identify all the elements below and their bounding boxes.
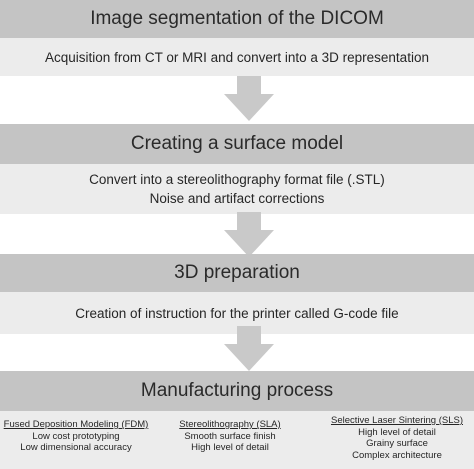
method-sls: Selective Laser Sintering (SLS) High lev…: [326, 415, 468, 461]
method-fdm-line-1: Low cost prototyping: [32, 430, 120, 442]
step-1-line-1: Acquisition from CT or MRI and convert i…: [45, 49, 429, 65]
method-sls-line-2: Grainy surface: [366, 438, 428, 449]
method-sla-line-1: Smooth surface finish: [184, 430, 276, 442]
step-1-title: Image segmentation of the DICOM: [90, 8, 384, 29]
arrow-down-icon: [224, 212, 274, 257]
step-1-body: Acquisition from CT or MRI and convert i…: [0, 38, 474, 76]
step-3-header: 3D preparation: [0, 254, 474, 292]
method-sls-line-3: Complex architecture: [352, 449, 442, 461]
method-fdm-line-2: Low dimensional accuracy: [20, 442, 132, 453]
step-2-header: Creating a surface model: [0, 124, 474, 164]
step-3-line-1: Creation of instruction for the printer …: [75, 305, 399, 321]
method-sls-line-1: High level of detail: [358, 426, 436, 438]
arrow-down-icon: [224, 76, 274, 121]
method-fdm: Fused Deposition Modeling (FDM) Low cost…: [3, 419, 149, 454]
method-sla: Stereolithography (SLA) Smooth surface f…: [168, 419, 292, 454]
method-sls-title: Selective Laser Sintering (SLS): [330, 415, 463, 426]
method-sla-line-2: High level of detail: [191, 442, 269, 453]
step-4-title: Manufacturing process: [140, 380, 334, 401]
method-fdm-title: Fused Deposition Modeling (FDM): [3, 419, 149, 430]
manufacturing-methods: Fused Deposition Modeling (FDM) Low cost…: [0, 411, 474, 469]
step-2-title: Creating a surface model: [130, 133, 344, 154]
step-2-line-2: Noise and artifact corrections: [149, 191, 325, 206]
method-sla-title: Stereolithography (SLA): [179, 419, 281, 430]
step-1-header: Image segmentation of the DICOM: [0, 0, 474, 38]
step-4-header: Manufacturing process: [0, 371, 474, 411]
arrow-down-icon: [224, 326, 274, 371]
step-2-body: Convert into a stereolithography format …: [0, 164, 474, 214]
step-3-title: 3D preparation: [174, 262, 300, 283]
step-2-line-1: Convert into a stereolithography format …: [89, 172, 385, 187]
